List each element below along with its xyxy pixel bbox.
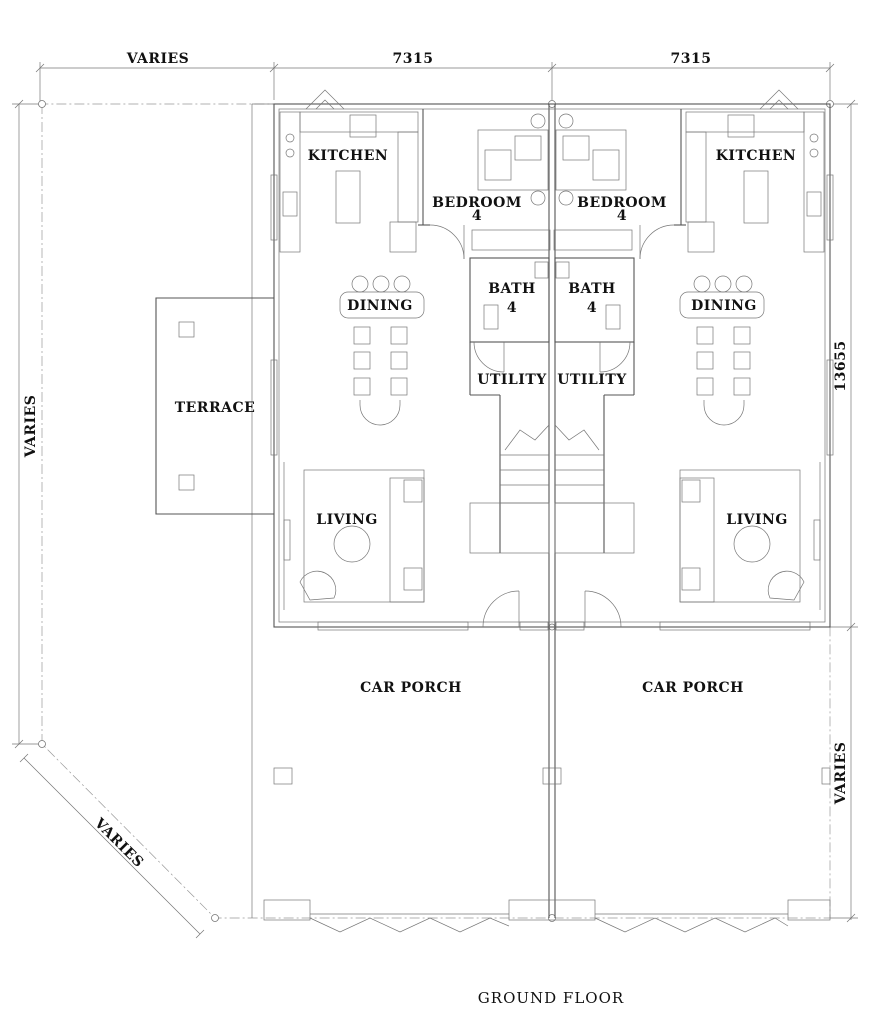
dimension-lines (12, 62, 858, 939)
house-walls (270, 89, 834, 631)
dim-right-lower: VARIES (833, 742, 849, 806)
dim-right-upper: 13655 (833, 340, 849, 391)
label-living-right: LIVING (726, 512, 788, 528)
label-bedroom-left: BEDROOM (432, 195, 522, 211)
dim-diagonal: VARIES (90, 815, 146, 871)
porch-outline (251, 103, 831, 918)
label-utility-left: UTILITY (477, 372, 547, 388)
terrace-area (155, 297, 274, 515)
label-bath-left-number: 4 (507, 300, 517, 316)
left-unit-interior (279, 109, 551, 628)
label-bath-right-number: 4 (587, 300, 597, 316)
dimension-labels: VARIES 7315 7315 13655 VARIES VARIES VAR… (23, 51, 849, 871)
front-gates (263, 899, 831, 933)
label-bath-left: BATH (488, 281, 536, 297)
dim-left: VARIES (23, 395, 39, 459)
label-utility-right: UTILITY (557, 372, 627, 388)
room-labels: KITCHEN KITCHEN BEDROOM 4 BEDROOM 4 BATH… (175, 148, 796, 696)
label-kitchen-left: KITCHEN (308, 148, 388, 164)
dim-top-right: 7315 (671, 51, 712, 67)
label-dining-left: DINING (347, 298, 413, 314)
drawing-title: GROUND FLOOR (478, 989, 624, 1007)
label-bedroom-right-number: 4 (617, 208, 627, 224)
right-unit-interior (553, 109, 825, 628)
label-kitchen-right: KITCHEN (716, 148, 796, 164)
dim-top-mid: 7315 (393, 51, 434, 67)
label-terrace: TERRACE (175, 400, 256, 416)
label-dining-right: DINING (691, 298, 757, 314)
label-bedroom-right: BEDROOM (577, 195, 667, 211)
label-car-porch-left: CAR PORCH (360, 680, 462, 696)
dim-top-left: VARIES (126, 51, 190, 67)
label-bath-right: BATH (568, 281, 616, 297)
label-living-left: LIVING (316, 512, 378, 528)
label-bedroom-left-number: 4 (472, 208, 482, 224)
label-car-porch-right: CAR PORCH (642, 680, 744, 696)
